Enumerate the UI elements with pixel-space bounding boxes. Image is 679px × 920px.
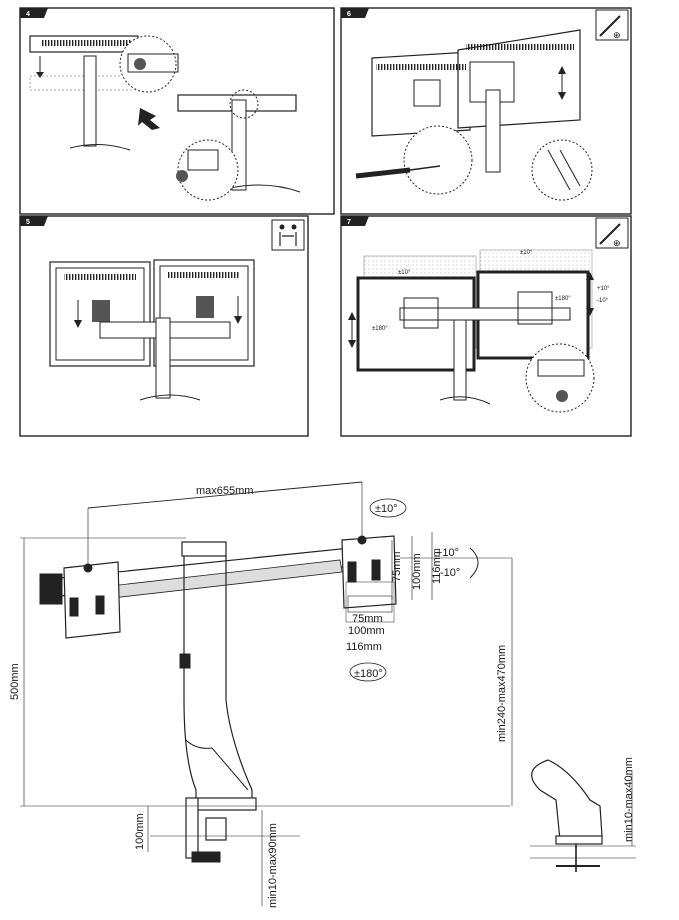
step-number: 6: [347, 11, 351, 18]
rotation-label: ±180°: [555, 296, 571, 302]
svg-text:⊕: ⊕: [613, 30, 621, 40]
two-people-icon: [271, 219, 305, 251]
panel-step-6: 6 ⊕: [340, 7, 632, 215]
grommet-label: min10-max40mm: [623, 757, 635, 842]
step-number: 4: [26, 11, 30, 18]
tilt-label: -10°: [597, 298, 609, 304]
vesa-100-vertical: 100mm: [411, 553, 423, 590]
step-number: 7: [347, 219, 351, 226]
vesa-100-horizontal: 100mm: [348, 625, 385, 637]
tilt-up-label: +10°: [436, 547, 459, 559]
panel-step-4: 4: [19, 7, 335, 215]
rotate-icon: [525, 343, 595, 413]
tilt-down-label: -10°: [440, 567, 460, 579]
vesa-75-vertical: 75mm: [391, 551, 403, 582]
dimension-drawing: [20, 481, 636, 906]
height-range-label: min240-max470mm: [496, 645, 508, 742]
rotation-label: ±10°: [398, 270, 411, 276]
vesa-116-horizontal: 116mm: [346, 641, 382, 653]
desk-clamp-label: min10-max90mm: [267, 823, 279, 908]
vesa-75-horizontal: 75mm: [352, 613, 383, 625]
arrow-icon: [138, 108, 160, 130]
tilt-label: +10°: [597, 286, 610, 292]
vesa-116-vertical: 116mm: [431, 548, 443, 584]
rotation-label: ±10°: [520, 250, 533, 256]
pole-height-label: 500mm: [9, 663, 21, 700]
panel-step-7: 7 ⊕ ±10° ±10° ±180° ±180° +10° -10°: [340, 215, 632, 437]
base-height-label: 100mm: [134, 813, 146, 850]
swivel-label: ±10°: [375, 503, 398, 515]
svg-text:⊕: ⊕: [613, 238, 621, 248]
step-number: 5: [26, 219, 30, 226]
rotation-label: ±180°: [372, 326, 388, 332]
max-width-label: max655mm: [196, 485, 253, 497]
panel-step-5: 5: [19, 215, 309, 437]
rotation-label: ±180°: [354, 668, 383, 680]
